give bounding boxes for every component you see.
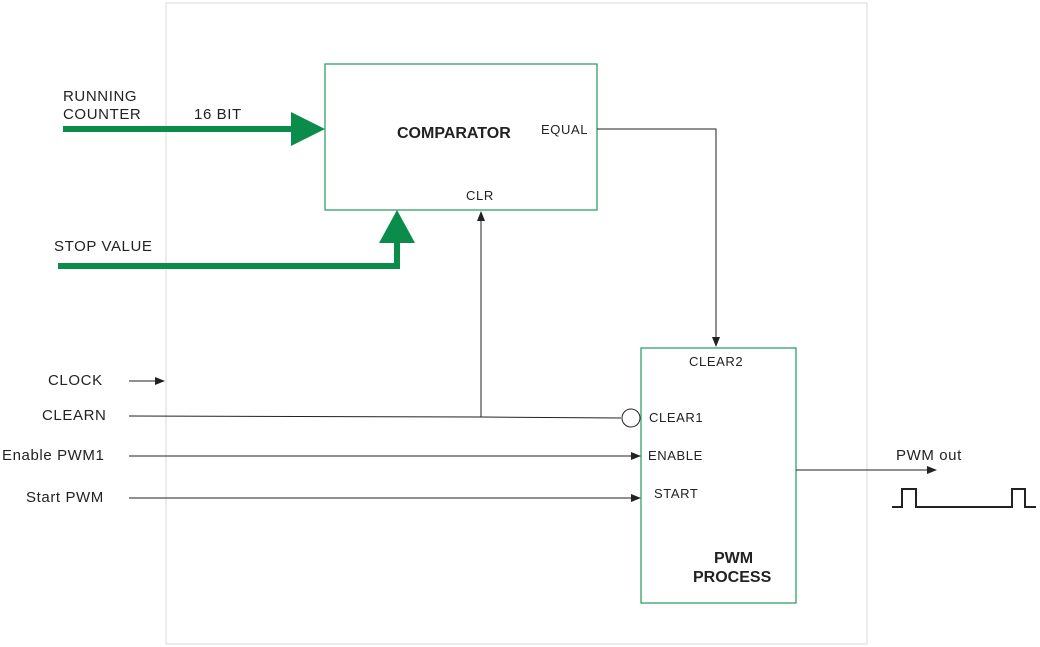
pwm-out-label: PWM out [896,447,962,464]
pwm-waveform-icon [892,488,1036,508]
clearn-wire [128,415,622,419]
comparator-clr-port: CLR [466,188,494,203]
pwm-enable-port: ENABLE [648,448,703,463]
clear1-inverter-bubble [621,408,641,428]
clock-label: CLOCK [48,372,103,389]
module-frame [165,2,868,645]
enable-pwm1-label: Enable PWM1 [2,447,104,464]
pwm-start-port: START [654,486,698,501]
clearn-label: CLEARN [42,407,106,424]
pwm-clear2-port: CLEAR2 [689,354,743,369]
running-counter-bus-arrowhead [291,112,325,146]
equal-to-clear2-wire [597,128,720,347]
bus-width-label: 16 BIT [194,106,242,123]
pwm-title-line1: PWM [714,550,753,567]
start-pwm-label: Start PWM [26,489,104,506]
pwm-clear1-port: CLEAR1 [649,410,703,425]
comparator-equal-port: EQUAL [541,122,588,137]
running-counter-label-line2: COUNTER [63,106,141,123]
stop-value-label: STOP VALUE [54,238,153,255]
pwm-process-block [640,347,797,604]
comparator-block [324,63,598,211]
stop-value-bus-arrowhead [379,210,415,243]
stop-value-bus [58,240,400,269]
pwm-title-line2: PROCESS [693,569,772,586]
comparator-title: COMPARATOR [397,125,511,142]
running-counter-label-line1: RUNNING [63,88,137,105]
